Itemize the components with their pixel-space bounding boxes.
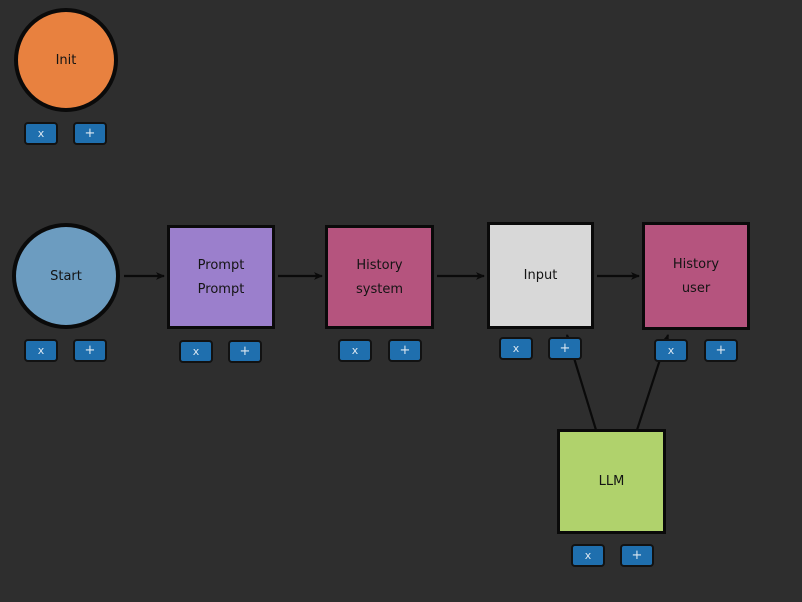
node-input[interactable]: Input bbox=[487, 222, 594, 329]
node-init-delete-button[interactable]: x bbox=[24, 122, 58, 145]
node-history-system-add-button[interactable]: + bbox=[388, 339, 422, 362]
node-input-delete-button[interactable]: x bbox=[499, 337, 533, 360]
node-history-user-label-line2: user bbox=[681, 280, 711, 296]
node-history-system[interactable]: History system bbox=[325, 225, 434, 329]
node-history-user-label-line1: History bbox=[672, 256, 720, 272]
node-history-system-delete-button[interactable]: x bbox=[338, 339, 372, 362]
node-input-label: Input bbox=[523, 268, 558, 283]
node-init-label: Init bbox=[55, 52, 77, 68]
node-history-system-label-line1: History bbox=[356, 257, 403, 273]
node-history-user-add-button[interactable]: + bbox=[704, 339, 738, 362]
node-llm-label: LLM bbox=[598, 474, 625, 489]
node-history-system-label-line2: system bbox=[356, 281, 403, 297]
node-start-delete-button[interactable]: x bbox=[24, 339, 58, 362]
node-prompt-label-line2: Prompt bbox=[197, 281, 245, 297]
node-prompt-delete-button[interactable]: x bbox=[179, 340, 213, 363]
node-start[interactable]: Start bbox=[12, 223, 120, 329]
node-llm[interactable]: LLM bbox=[557, 429, 666, 534]
node-input-add-button[interactable]: + bbox=[548, 337, 582, 360]
node-history-user[interactable]: History user bbox=[642, 222, 750, 330]
node-prompt[interactable]: Prompt Prompt bbox=[167, 225, 275, 329]
node-init-add-button[interactable]: + bbox=[73, 122, 107, 145]
node-init[interactable]: Init bbox=[14, 8, 118, 112]
node-start-add-button[interactable]: + bbox=[73, 339, 107, 362]
node-history-user-delete-button[interactable]: x bbox=[654, 339, 688, 362]
node-start-label: Start bbox=[50, 268, 82, 284]
node-prompt-label-line1: Prompt bbox=[197, 257, 245, 273]
node-prompt-add-button[interactable]: + bbox=[228, 340, 262, 363]
node-llm-add-button[interactable]: + bbox=[620, 544, 654, 567]
node-llm-delete-button[interactable]: x bbox=[571, 544, 605, 567]
